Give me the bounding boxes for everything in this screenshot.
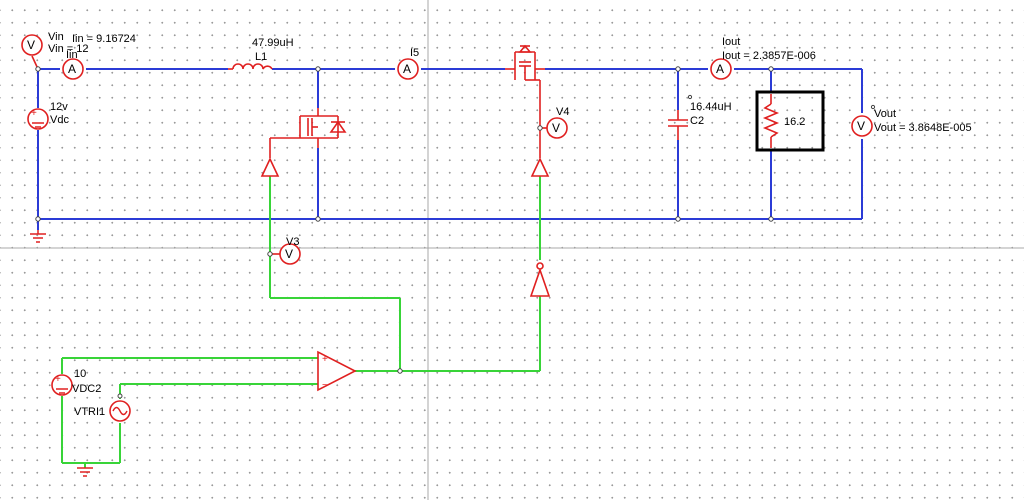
i5-label: I5 [410, 47, 419, 59]
mosfet-switch[interactable] [269, 108, 347, 158]
mosfet-high-side[interactable] [505, 44, 545, 158]
vin-label: Vin [48, 31, 64, 43]
iout-label: Iout [722, 36, 740, 48]
control-wires[interactable] [61, 176, 541, 468]
v3-voltmeter[interactable]: V [270, 243, 301, 265]
vtri-source[interactable] [109, 400, 131, 422]
vdc2-value: 10 [74, 368, 86, 380]
iin-ammeter[interactable]: A [62, 58, 84, 80]
gate-driver-2[interactable] [530, 157, 550, 177]
svg-text:V: V [27, 38, 35, 52]
svg-text:V: V [552, 121, 560, 135]
iin-label: Iin [66, 49, 78, 61]
iout-ammeter[interactable]: A [710, 58, 732, 80]
svg-text:−: − [322, 380, 328, 391]
vtri-name: VTRI1 [74, 406, 105, 418]
vout-label: Vout [874, 108, 896, 120]
vout-voltmeter[interactable]: V [851, 115, 873, 137]
resistor-load[interactable] [755, 90, 825, 152]
inductor-value: 47.99uH [252, 37, 294, 49]
capacitor-c2[interactable] [668, 110, 688, 140]
svg-text:+: + [55, 374, 61, 385]
svg-text:V: V [285, 247, 293, 261]
junction-nodes [35, 66, 876, 399]
power-wires[interactable] [37, 68, 863, 230]
svg-text:A: A [68, 62, 76, 76]
vin-value: Vin = 12 [48, 43, 88, 55]
ground-2[interactable] [77, 467, 93, 477]
svg-text:+: + [31, 108, 37, 119]
gate-driver-1[interactable] [260, 157, 280, 177]
iin-value: Iin = 9.16724 [72, 33, 136, 45]
cap-value: 16.44uH [690, 101, 732, 113]
cap-name: C2 [690, 115, 704, 127]
v4-voltmeter[interactable]: V [540, 117, 568, 139]
svg-text:V: V [857, 119, 865, 133]
vin-voltmeter[interactable]: V [21, 34, 43, 70]
vdc-name: Vdc [50, 114, 69, 126]
vdc2-source[interactable]: + [51, 374, 73, 396]
res-value: 16.2 [784, 116, 805, 128]
vdc-value: 12v [50, 101, 68, 113]
i5-ammeter[interactable]: A [397, 58, 419, 80]
inverter[interactable] [529, 262, 551, 297]
ground-1[interactable] [30, 230, 46, 243]
svg-text:A: A [403, 62, 411, 76]
vdc-source[interactable]: + [27, 108, 49, 130]
iout-value: Iout = 2.3857E-006 [722, 50, 816, 62]
inductor-name: L1 [255, 51, 267, 63]
v4-label: V4 [556, 106, 569, 118]
v3-label: V3 [286, 236, 299, 248]
svg-text:+: + [322, 354, 328, 365]
inductor-l1[interactable] [228, 63, 273, 70]
vout-value: Vout = 3.8648E-005 [874, 122, 972, 134]
comparator[interactable]: + − [317, 350, 357, 392]
svg-text:A: A [716, 62, 724, 76]
vdc2-name: VDC2 [72, 383, 101, 395]
